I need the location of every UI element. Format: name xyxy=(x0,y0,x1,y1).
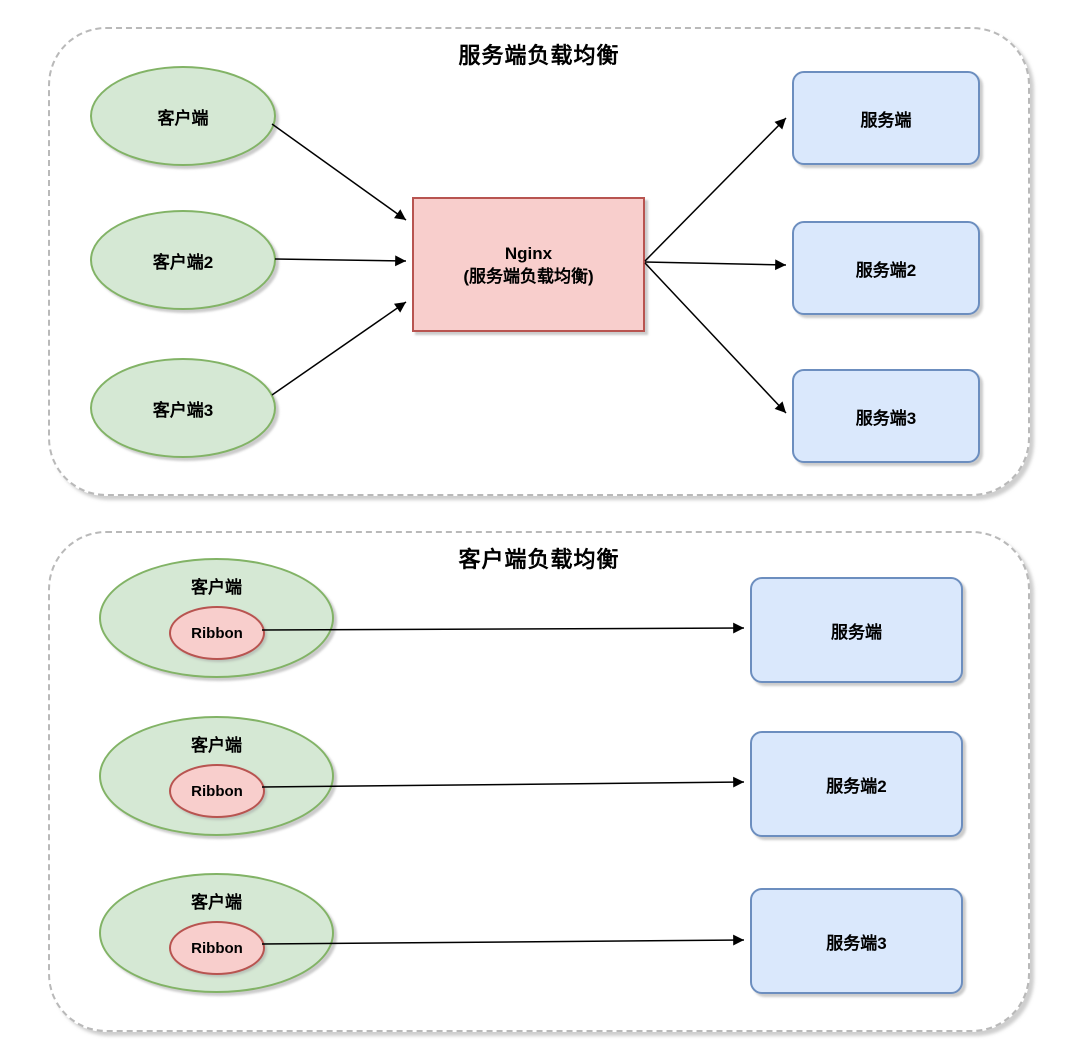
client-node-3: 客户端3 xyxy=(90,358,276,458)
client-lb-panel: 客户端负载均衡 客户端 Ribbon 客户端 Ribbon 客户端 Ribbon… xyxy=(48,531,1030,1032)
server-node-2-label: 服务端2 xyxy=(855,260,917,280)
nginx-subtitle: (服务端负载均衡) xyxy=(463,266,594,286)
ribbon-server-2-label: 服务端2 xyxy=(826,776,887,796)
server-lb-title: 服务端负载均衡 xyxy=(458,43,620,68)
ribbon-client-node-1: 客户端 Ribbon xyxy=(99,558,334,678)
ribbon-component-3: Ribbon xyxy=(169,921,265,975)
ribbon-component-2-label: Ribbon xyxy=(191,782,243,800)
nginx-name: Nginx xyxy=(504,243,553,263)
ribbon-client-3-label: 客户端 xyxy=(191,893,242,912)
ribbon-client-2-label: 客户端 xyxy=(191,736,242,755)
client-node-1-label: 客户端 xyxy=(157,108,209,128)
client-lb-title: 客户端负载均衡 xyxy=(458,547,620,572)
nginx-balancer-node: Nginx (服务端负载均衡) xyxy=(412,197,645,332)
server-node-2: 服务端2 xyxy=(792,221,980,315)
ribbon-server-node-2: 服务端2 xyxy=(750,731,963,837)
server-node-1: 服务端 xyxy=(792,71,980,165)
ribbon-component-3-label: Ribbon xyxy=(191,939,243,957)
client-node-3-label: 客户端3 xyxy=(152,400,214,420)
ribbon-server-3-label: 服务端3 xyxy=(826,933,887,953)
server-node-3-label: 服务端3 xyxy=(855,408,917,428)
ribbon-server-1-label: 服务端 xyxy=(831,622,882,642)
server-node-3: 服务端3 xyxy=(792,369,980,463)
server-lb-panel: 服务端负载均衡 客户端 客户端2 客户端3 Nginx (服务端负载均衡) 服务… xyxy=(48,27,1030,496)
client-node-2-label: 客户端2 xyxy=(152,252,214,272)
client-node-1: 客户端 xyxy=(90,66,276,166)
ribbon-component-2: Ribbon xyxy=(169,764,265,818)
ribbon-server-node-1: 服务端 xyxy=(750,577,963,683)
ribbon-component-1-label: Ribbon xyxy=(191,624,243,642)
ribbon-server-node-3: 服务端3 xyxy=(750,888,963,994)
ribbon-client-1-label: 客户端 xyxy=(191,578,242,597)
server-node-1-label: 服务端 xyxy=(860,110,912,130)
ribbon-client-node-3: 客户端 Ribbon xyxy=(99,873,334,993)
ribbon-client-node-2: 客户端 Ribbon xyxy=(99,716,334,836)
client-node-2: 客户端2 xyxy=(90,210,276,310)
ribbon-component-1: Ribbon xyxy=(169,606,265,660)
